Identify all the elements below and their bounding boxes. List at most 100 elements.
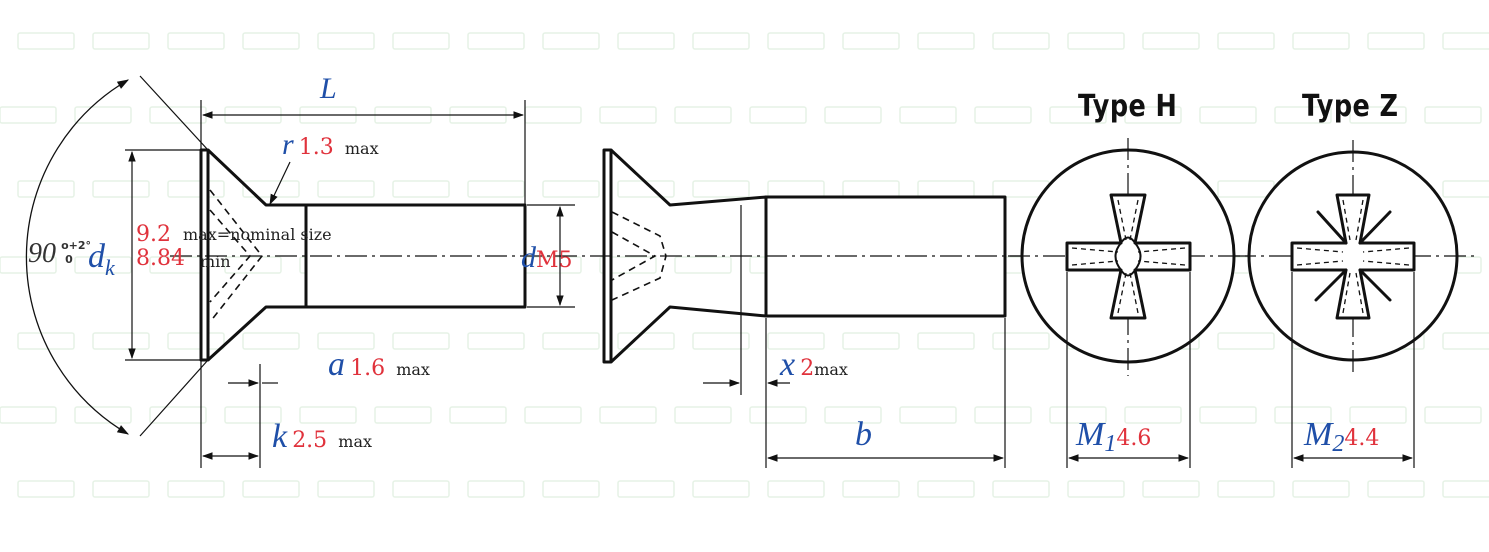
angle-tolerance-upper: o+2° — [61, 239, 92, 252]
watermark-mark — [692, 32, 750, 50]
watermark-mark — [692, 332, 750, 350]
m2-subscript: 2 — [1332, 431, 1345, 457]
watermark-mark — [992, 332, 1050, 350]
watermark-mark — [1142, 32, 1200, 50]
angle-value: 90 — [28, 238, 56, 269]
angle-arc — [25, 79, 130, 435]
watermark-mark — [917, 32, 975, 50]
dk-symbol: d — [88, 238, 105, 275]
watermark-mark — [167, 32, 225, 50]
watermark-mark — [992, 32, 1050, 50]
watermark-mark — [767, 32, 825, 50]
watermark-mark — [542, 32, 600, 50]
watermark-mark — [1217, 480, 1275, 498]
watermark-mark — [1067, 32, 1125, 50]
watermark-mark — [974, 106, 1032, 124]
watermark-mark — [749, 406, 807, 424]
watermark-mark — [1199, 106, 1257, 124]
m1-label: M14.6 — [1076, 416, 1151, 457]
watermark-mark — [224, 256, 282, 274]
watermark-mark — [0, 106, 57, 124]
watermark-mark — [1142, 480, 1200, 498]
x-symbol: x — [780, 346, 796, 383]
left-extension-lines — [125, 75, 575, 468]
watermark-mark — [242, 32, 300, 50]
watermark-mark — [674, 406, 732, 424]
dk-max-value: 9.2 — [136, 222, 171, 247]
watermark-mark — [317, 480, 375, 498]
watermark-mark — [1217, 180, 1275, 198]
watermark-mark — [1367, 480, 1425, 498]
middle-extension-lines — [740, 205, 1006, 468]
x-value: 2 — [800, 356, 815, 381]
k-symbol: k — [272, 418, 288, 455]
watermark-mark — [524, 406, 582, 424]
watermark-mark — [242, 180, 300, 198]
k-value: 2.5 — [292, 428, 328, 453]
watermark-mark — [1274, 106, 1332, 124]
x-unit: max — [814, 360, 848, 379]
watermark-mark — [542, 180, 600, 198]
watermark-mark — [467, 180, 525, 198]
dk-label: dk — [88, 238, 115, 279]
watermark-mark — [617, 32, 675, 50]
a-symbol: a — [328, 346, 345, 383]
watermark-mark — [1367, 32, 1425, 50]
watermark-mark — [1349, 406, 1407, 424]
m2-symbol: M — [1304, 416, 1333, 453]
dk-max-note: max=nominal size — [183, 225, 332, 244]
watermark-mark — [1217, 32, 1275, 50]
watermark-mark — [317, 332, 375, 350]
watermark-mark — [974, 406, 1032, 424]
watermark-mark — [1349, 106, 1407, 124]
watermark-mark — [542, 480, 600, 498]
r-label: r 1.3 max — [282, 130, 379, 160]
watermark-mark — [0, 256, 57, 274]
watermark-mark — [17, 180, 75, 198]
watermark-mark — [1217, 332, 1275, 350]
watermark-mark — [167, 332, 225, 350]
watermark-mark — [692, 180, 750, 198]
watermark-mark — [149, 406, 207, 424]
watermark-mark — [0, 406, 57, 424]
watermark-mark — [842, 32, 900, 50]
m1-symbol: M — [1076, 416, 1105, 453]
watermark-mark — [1049, 406, 1107, 424]
watermark-mark — [392, 180, 450, 198]
m2-label: M24.4 — [1304, 416, 1380, 457]
watermark-mark — [17, 32, 75, 50]
x-label: x 2max — [780, 348, 848, 382]
watermark-mark — [167, 480, 225, 498]
k-unit: max — [338, 432, 373, 451]
angle-label: 90 o+2° 0 — [28, 238, 91, 270]
watermark-mark — [392, 480, 450, 498]
dk-min-value: 8.84 — [136, 246, 185, 271]
watermark-mark — [767, 332, 825, 350]
watermark-mark — [599, 106, 657, 124]
watermark-mark — [842, 332, 900, 350]
watermark-mark — [299, 406, 357, 424]
watermark-mark — [842, 180, 900, 198]
watermark-mark — [74, 106, 132, 124]
k-label: k 2.5 max — [272, 420, 372, 454]
watermark-mark — [92, 32, 150, 50]
watermark-mark — [542, 332, 600, 350]
r-unit: max — [344, 139, 379, 158]
type-h-title: Type H — [1078, 89, 1178, 124]
angle-tolerance-lower: 0 — [65, 253, 73, 266]
watermark-mark — [392, 32, 450, 50]
watermark-mark — [374, 406, 432, 424]
watermark-mark — [92, 180, 150, 198]
watermark-mark — [524, 106, 582, 124]
watermark-mark — [1124, 406, 1182, 424]
watermark-mark — [1049, 106, 1107, 124]
watermark-mark — [317, 180, 375, 198]
watermark-mark — [167, 180, 225, 198]
watermark-mark — [1292, 32, 1350, 50]
watermark-mark — [317, 32, 375, 50]
watermark-mark — [617, 332, 675, 350]
m2-value: 4.4 — [1344, 426, 1380, 451]
watermark-mark — [1292, 480, 1350, 498]
watermark-mark — [449, 406, 507, 424]
r-value: 1.3 — [298, 135, 334, 160]
